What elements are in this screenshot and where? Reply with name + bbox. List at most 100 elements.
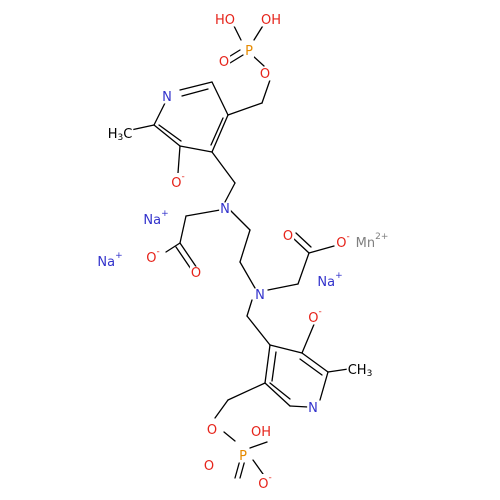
bond-line (289, 405, 309, 408)
sodium-ion-label: Na+ (143, 209, 168, 228)
bond-line (297, 252, 310, 285)
bond-line (319, 371, 329, 401)
bond-line (211, 151, 236, 184)
oxygen-label: O (283, 229, 293, 244)
bond-line (264, 344, 271, 384)
bond-line (246, 315, 271, 346)
methyl-label: H3C (108, 127, 133, 144)
bond-line (239, 459, 246, 479)
label-knockout (244, 44, 255, 58)
oxido-label: O- (336, 232, 349, 251)
oxygen-label: O (204, 459, 214, 474)
oxygen-label: O (191, 266, 201, 281)
manganese-ion-label: Mn2+ (356, 232, 389, 251)
oxido-label: O- (146, 247, 159, 266)
nitrogen-label: N (255, 288, 265, 303)
label-knockout (307, 401, 319, 415)
bond-line (232, 23, 242, 41)
label-knockout (249, 425, 273, 439)
oxygen-label: O (219, 55, 229, 70)
bond-line (239, 261, 256, 289)
bond-line (301, 352, 329, 373)
hydroxyl-label: OH (251, 425, 271, 440)
bond-line (252, 55, 265, 67)
sodium-ion-label: Na+ (97, 251, 122, 270)
oxido-label: O- (258, 473, 271, 492)
bond-line (299, 358, 323, 376)
bond-line (210, 117, 224, 146)
bond-line (227, 102, 263, 116)
oxido-label: O- (171, 172, 184, 191)
oxygen-label: O (207, 423, 217, 438)
bond-line (252, 459, 264, 475)
bond-line (271, 351, 277, 382)
bond-line (227, 382, 266, 401)
bond-line (211, 114, 229, 153)
label-knockout (213, 13, 237, 27)
bond-line (223, 431, 236, 442)
nitrogen-label: N (162, 90, 172, 105)
bond-line (269, 344, 303, 354)
label-knockout (335, 233, 351, 250)
bond-line (301, 321, 316, 354)
bond-line (295, 232, 312, 248)
bond-line (269, 382, 291, 400)
bond-line (214, 399, 229, 419)
sodium-ion-label: Na+ (317, 271, 342, 290)
methyl-label: CH3 (348, 363, 373, 380)
oxido-label: O- (308, 307, 321, 326)
label-knockout (96, 252, 124, 269)
bond-line (179, 145, 213, 153)
bond-line (224, 182, 236, 203)
label-knockout (161, 90, 173, 104)
label-knockout (202, 459, 216, 473)
label-knockout (258, 67, 272, 81)
bond-line (130, 124, 155, 131)
phosphorus-label: P (239, 449, 247, 464)
bond-line (153, 124, 181, 147)
phosphorus-label: P (245, 44, 253, 59)
label-knockout (259, 13, 283, 27)
bond-line (249, 441, 268, 449)
bond-line (234, 459, 241, 479)
bond-line (229, 209, 251, 231)
bond-layer (130, 23, 356, 479)
nitrogen-label: N (220, 202, 230, 217)
bond-line (246, 299, 253, 317)
label-knockout (189, 266, 203, 280)
nitrogen-label: N (308, 401, 318, 416)
label-knockout (106, 127, 134, 142)
bond-line (158, 124, 182, 142)
label-knockout (217, 55, 231, 69)
label-knockout (281, 229, 295, 243)
hydroxyl-label: OH (261, 13, 281, 28)
bond-line (239, 229, 251, 263)
label-knockout (254, 288, 266, 302)
bond-line (181, 88, 209, 97)
label-knockout (238, 449, 249, 463)
bond-line (179, 215, 187, 244)
bond-line (293, 238, 310, 254)
label-knockout (257, 474, 273, 491)
oxygen-label: O (260, 67, 270, 82)
bond-line (253, 23, 265, 41)
label-knockout (354, 233, 390, 250)
bond-line (261, 79, 271, 104)
label-knockout (316, 272, 344, 289)
label-knockout (346, 363, 374, 378)
label-knockout (142, 210, 170, 227)
bond-line (179, 81, 213, 91)
bond-line (308, 245, 335, 254)
label-knockout (307, 308, 323, 325)
bond-line (165, 242, 181, 253)
bond-line (264, 382, 291, 407)
label-knockout (205, 423, 219, 437)
hydroxyl-label: HO (215, 13, 235, 28)
label-knockout (170, 173, 186, 190)
bond-line (185, 209, 221, 217)
bond-line (211, 81, 229, 116)
bond-line (267, 283, 299, 291)
label-knockout (219, 202, 231, 216)
